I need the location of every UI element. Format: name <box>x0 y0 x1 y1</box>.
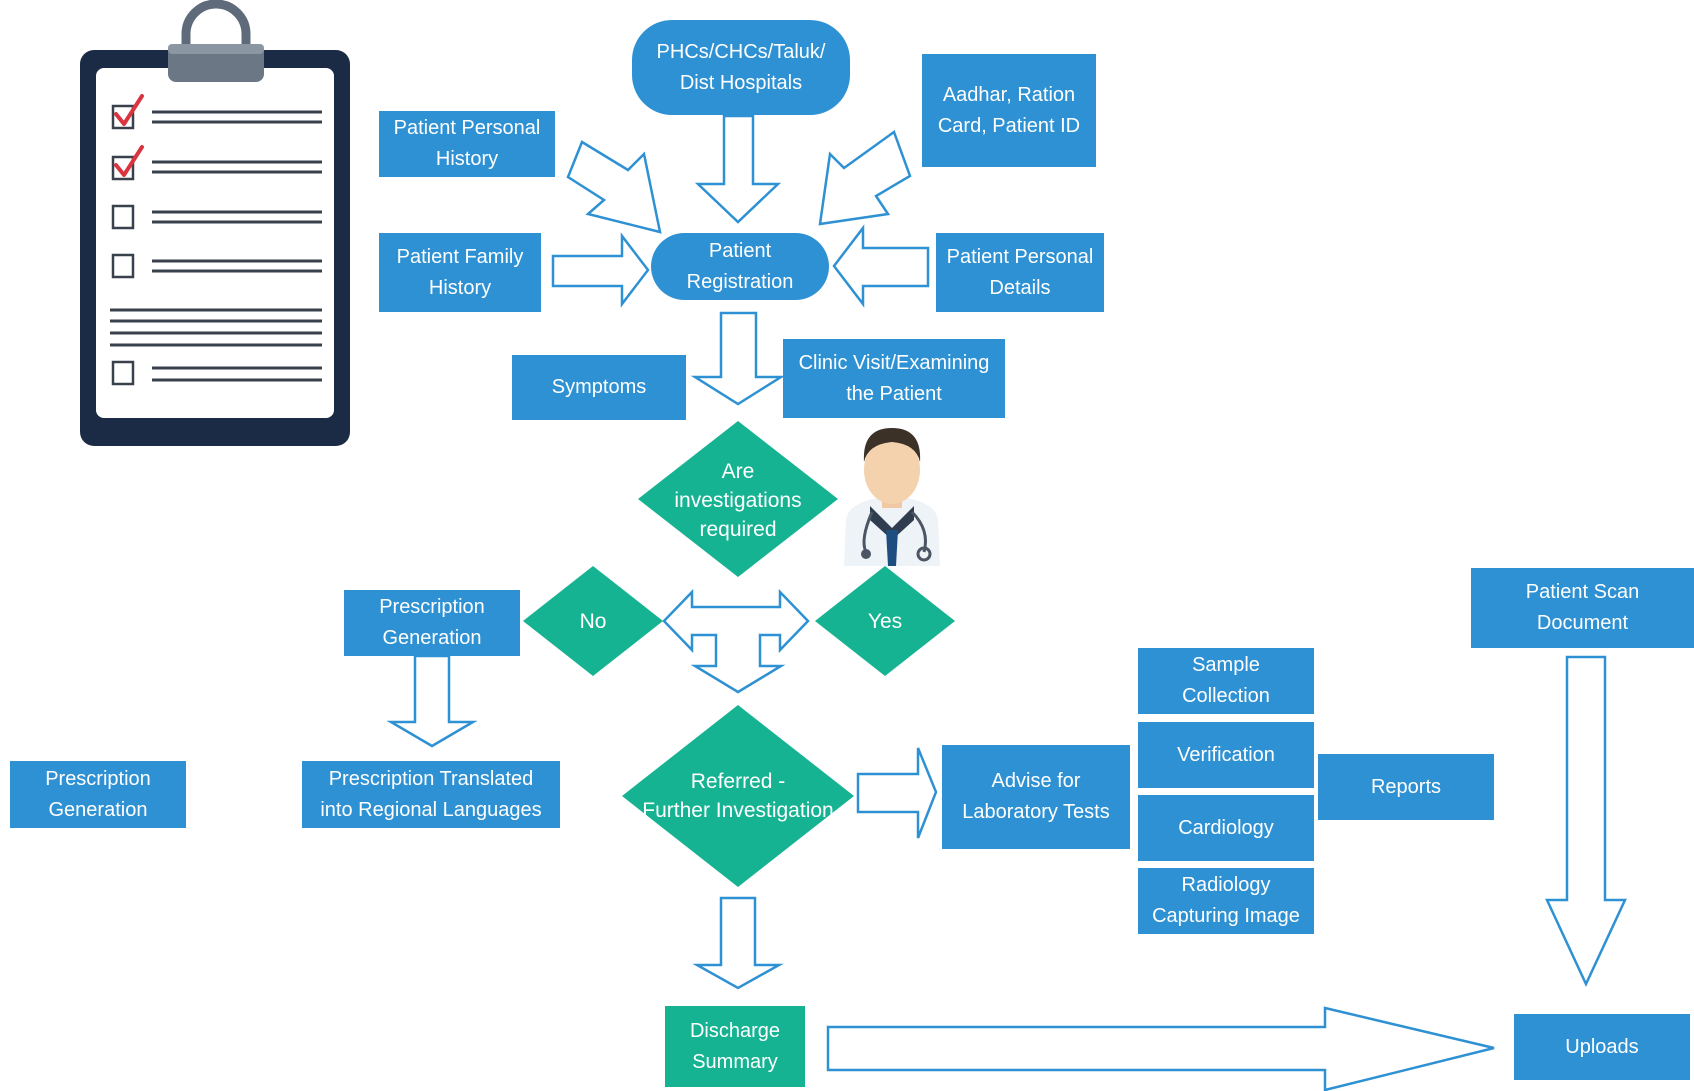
node-patient-scan: Patient Scan Document <box>1471 568 1694 648</box>
node-sample-collection: Sample Collection <box>1138 648 1314 714</box>
node-cardiology: Cardiology <box>1138 795 1314 861</box>
arrow-personal-details-registration <box>832 224 930 308</box>
node-aadhar: Aadhar, Ration Card, Patient ID <box>922 54 1096 167</box>
clipboard-checklist-icon <box>80 0 350 446</box>
arrow-scan-uploads <box>1545 655 1627 987</box>
node-discharge: Discharge Summary <box>665 1006 805 1087</box>
arrow-registration-decision <box>690 311 786 406</box>
diamond-no-label: No <box>579 609 607 633</box>
doctor-icon <box>844 428 940 566</box>
node-uploads: Uploads <box>1514 1014 1690 1080</box>
node-clinic-visit: Clinic Visit/Examining the Patient <box>783 339 1005 418</box>
node-registration: Patient Registration <box>651 233 829 300</box>
arrow-referred-discharge <box>692 896 784 990</box>
node-verification: Verification <box>1138 722 1314 788</box>
node-family-history: Patient Family History <box>379 233 541 312</box>
diamond-yes-shape <box>815 566 955 676</box>
node-hospitals: PHCs/CHCs/Taluk/ Dist Hospitals <box>632 20 850 115</box>
node-prescription-generation-mid: Prescription Generation <box>344 590 520 656</box>
arrow-referred-advise <box>856 747 938 839</box>
node-prescription-translated: Prescription Translated into Regional La… <box>302 761 560 828</box>
node-personal-history: Patient Personal History <box>379 111 555 177</box>
diamond-no-shape <box>523 566 663 676</box>
arrow-no-yes <box>662 588 810 694</box>
diamond-yes-label: Yes <box>867 609 903 633</box>
arrow-personal-history-registration <box>566 140 662 234</box>
arrow-prescription-translated <box>386 654 478 748</box>
node-radiology: Radiology Capturing Image <box>1138 868 1314 934</box>
diamond-investigations-shape <box>638 421 838 577</box>
arrow-aadhar-registration <box>818 130 912 226</box>
diamond-referred-shape <box>622 705 854 887</box>
node-advise-lab: Advise for Laboratory Tests <box>942 745 1130 849</box>
node-prescription-generation-left: Prescription Generation <box>10 761 186 828</box>
arrow-hospitals-registration <box>694 114 782 224</box>
arrow-family-history-registration <box>551 232 650 308</box>
node-symptoms: Symptoms <box>512 355 686 420</box>
diamond-investigations-label: Are investigations required <box>674 459 802 541</box>
node-personal-details: Patient Personal Details <box>936 233 1104 312</box>
diamond-referred-label: Referred - Further Investigation <box>642 770 834 822</box>
arrow-discharge-uploads <box>826 1006 1495 1091</box>
node-reports: Reports <box>1318 754 1494 820</box>
